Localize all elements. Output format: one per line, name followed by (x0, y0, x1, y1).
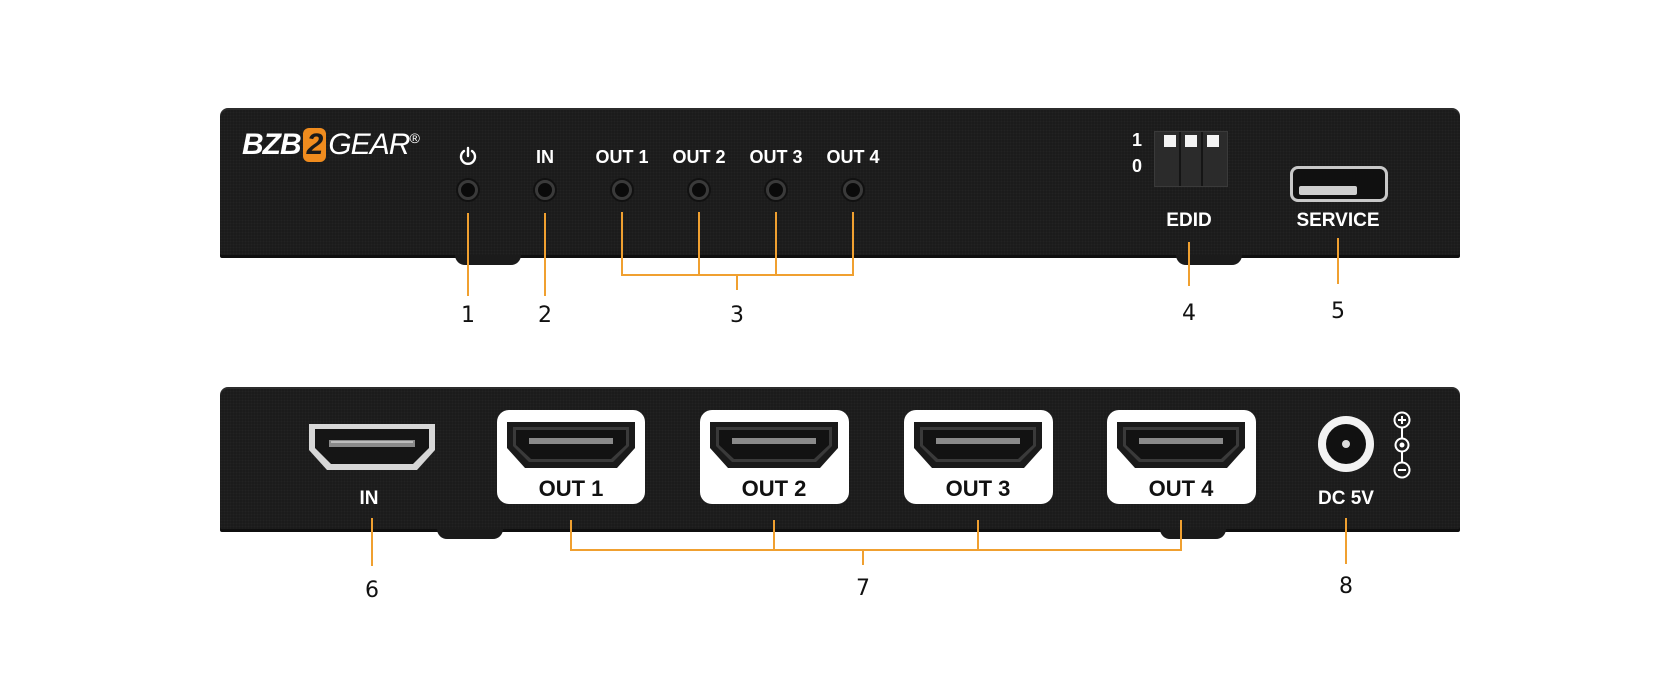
callout-line-7d (1180, 520, 1182, 551)
hdmi-in-port[interactable] (305, 420, 439, 474)
callout-line-3b (698, 212, 700, 276)
edid-label: EDID (1166, 210, 1212, 231)
rear-foot-left (437, 529, 503, 539)
service-label: SERVICE (1296, 210, 1380, 231)
hdmi-out-3-label: OUT 3 (945, 476, 1011, 501)
brand-suffix: GEAR (328, 128, 410, 161)
callout-number-2: 2 (538, 303, 552, 328)
polarity-icon (1393, 411, 1411, 479)
brand-registered-mark: ® (409, 130, 419, 146)
front-foot-left (455, 255, 521, 265)
hdmi-out-1-port[interactable] (503, 418, 639, 472)
dip-switch-2[interactable] (1185, 135, 1197, 147)
callout-number-5: 5 (1331, 299, 1345, 324)
callout-line-3a (621, 212, 623, 276)
led-label-out-1: OUT 1 (595, 147, 649, 167)
callout-number-7: 7 (856, 576, 870, 601)
hdmi-out-1-label: OUT 1 (538, 476, 604, 501)
led-label-out-4: OUT 4 (826, 147, 880, 167)
led-label-out-3: OUT 3 (749, 147, 803, 167)
callout-line-3c (775, 212, 777, 276)
callout-stem-7 (862, 549, 864, 565)
callout-line-6 (371, 518, 373, 566)
dip-divider (1201, 132, 1203, 186)
hdmi-out-4-port[interactable] (1113, 418, 1249, 472)
hdmi-out-2-label: OUT 2 (741, 476, 807, 501)
callout-line-7b (773, 520, 775, 551)
callout-number-4: 4 (1182, 301, 1196, 326)
callout-number-1: 1 (461, 303, 475, 328)
led-label-in: IN (536, 147, 554, 167)
usb-tongue (1299, 186, 1357, 195)
callout-stem-3 (736, 274, 738, 290)
callout-number-6: 6 (365, 578, 379, 603)
power-icon (459, 146, 477, 165)
callout-line-1 (467, 213, 469, 296)
brand-two-mark: 2 (302, 128, 327, 162)
dip-off-label: 0 (1131, 156, 1143, 176)
in-led (535, 180, 555, 200)
hdmi-out-2-port[interactable] (706, 418, 842, 472)
dip-on-label: 1 (1131, 130, 1143, 150)
dc-power-jack[interactable] (1318, 416, 1374, 472)
callout-line-3d (852, 212, 854, 276)
out-3-led (766, 180, 786, 200)
hdmi-out-3-port[interactable] (910, 418, 1046, 472)
rear-foot-right (1160, 529, 1226, 539)
hdmi-out-4-label: OUT 4 (1148, 476, 1214, 501)
brand-prefix: BZB (242, 128, 302, 161)
out-4-led (843, 180, 863, 200)
dip-divider (1179, 132, 1181, 186)
hdmi-in-label: IN (359, 488, 379, 509)
callout-line-5 (1337, 238, 1339, 284)
power-led (458, 180, 478, 200)
front-panel (220, 108, 1460, 258)
callout-line-7a (570, 520, 572, 551)
dc-5v-label: DC 5V (1318, 488, 1374, 509)
callout-line-2 (544, 213, 546, 296)
callout-bracket-7 (570, 549, 1182, 551)
front-foot-right (1176, 255, 1242, 265)
callout-number-8: 8 (1339, 574, 1353, 599)
out-1-led (612, 180, 632, 200)
callout-number-3: 3 (730, 303, 744, 328)
edid-dip-switch[interactable] (1154, 131, 1228, 187)
callout-line-4 (1188, 242, 1190, 286)
callout-line-7c (977, 520, 979, 551)
led-label-out-2: OUT 2 (672, 147, 726, 167)
dip-switch-3[interactable] (1207, 135, 1219, 147)
dip-switch-1[interactable] (1164, 135, 1176, 147)
callout-line-8 (1345, 518, 1347, 564)
service-usb-port[interactable] (1290, 166, 1388, 202)
out-2-led (689, 180, 709, 200)
